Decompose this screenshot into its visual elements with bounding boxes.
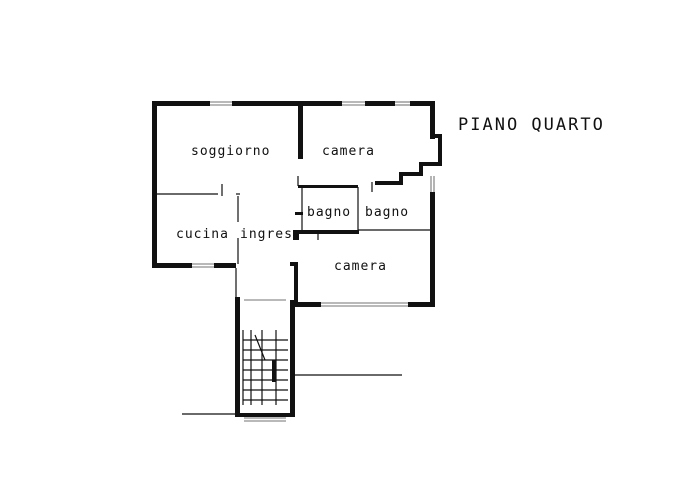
room-label-ingresso: ingres. <box>240 227 302 242</box>
interior-walls <box>157 101 430 307</box>
room-label-camera-bottom: camera <box>334 259 387 274</box>
room-label-soggiorno: soggiorno <box>191 144 270 159</box>
room-label-camera-top: camera <box>322 144 375 159</box>
room-label-cucina: cucina <box>176 227 229 242</box>
stairwell <box>182 268 402 422</box>
outer-walls <box>152 101 442 307</box>
room-label-bagno-left: bagno <box>307 205 351 220</box>
windows <box>192 101 435 307</box>
plan-title: PIANO QUARTO <box>458 115 605 135</box>
room-label-bagno-right: bagno <box>365 205 409 220</box>
